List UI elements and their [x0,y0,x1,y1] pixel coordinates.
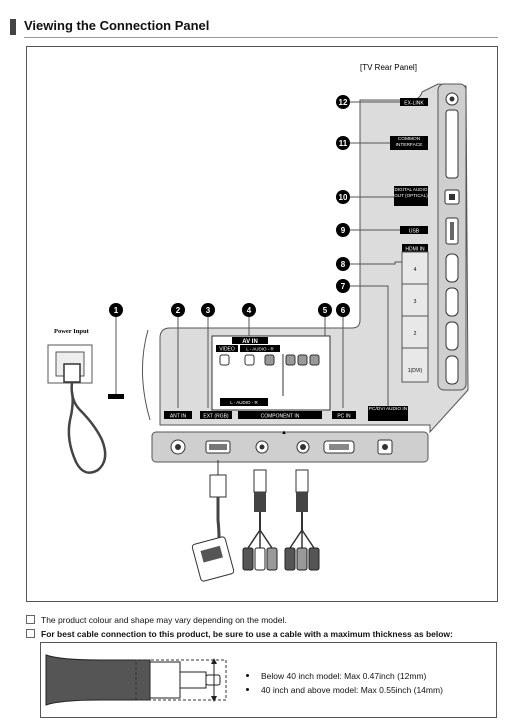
common-interface-slot [445,109,459,179]
usb-tag [400,226,428,234]
component-in-label: COMPONENT IN [261,414,300,420]
note-cable: For best cable connection to this produc… [26,629,453,639]
diagram-frame [26,46,498,602]
scart-cable-head [209,474,227,498]
power-input-marker [108,394,124,399]
svg-text:10: 10 [339,193,348,202]
av-audio-tag [240,345,280,352]
header-bar [10,19,16,35]
svg-text:6: 6 [341,306,346,315]
hdmi-port-2-socket [445,321,459,351]
ex-link-tag [400,98,428,106]
note-icon [26,629,35,638]
hdmi-port-4: 4 [414,267,417,273]
note-icon [26,615,35,624]
video-label: VIDEO [219,347,235,353]
cable-spec-large: 40 inch and above model: Max 0.55inch (1… [246,685,443,695]
ex-link-label: EX-LINK [404,101,424,107]
pc-in-label: PC IN [337,414,351,420]
panel-edge-curve [142,329,151,421]
svg-text:9: 9 [341,226,346,235]
callout-8: 8 [336,257,350,271]
section-header: Viewing the Connection Panel [10,18,498,40]
av-in-label: AV IN [242,339,258,345]
comp-y-jack [285,354,296,366]
svg-text:5: 5 [323,306,328,315]
bottom-strip-marker: ▲ [281,430,287,436]
page-title: Viewing the Connection Panel [24,18,210,33]
rca-plugs-right [284,547,320,571]
hdmi-section [401,251,429,383]
cable-spec-small: Below 40 inch model: Max 0.47inch (12mm) [246,671,426,681]
callout-9: 9 [336,223,350,237]
hdmi-port-3-socket [445,287,459,317]
callout-4: 4 [242,303,256,317]
callout-3: 3 [201,303,215,317]
power-plug [63,363,81,383]
callout-2: 2 [171,303,185,317]
hdmi-in-label: HDMI IN [405,247,425,253]
callout-12: 12 [336,95,350,109]
audio-cable-plug-left [253,469,267,493]
callout-5: 5 [318,303,332,317]
cable-thickness-illustration [45,654,227,706]
svg-text:4: 4 [247,306,252,315]
ext-rgb-label: EXT (RGB) [203,414,229,420]
av-in-tag [232,337,268,344]
svg-text:7: 7 [341,282,346,291]
hdmi-tag [402,244,428,252]
callout-11: 11 [336,136,350,150]
note-colour: The product colour and shape may vary de… [26,615,287,625]
svg-text:3: 3 [206,306,211,315]
svg-text:2: 2 [176,306,181,315]
svg-text:1: 1 [114,306,119,315]
digital-audio-tag [394,186,428,206]
hdmi-port-1-socket [445,355,459,385]
av-audio-r-jack [264,354,275,366]
svg-text:11: 11 [339,139,348,148]
ant-in-label: ANT IN [170,414,187,420]
bullet-icon [246,688,249,691]
av-audio-label: L - AUDIO - R [246,347,274,352]
rca-plugs-left [242,547,278,571]
power-input-label: Power Input [54,328,90,335]
header-rule [24,37,498,38]
comp-pr-jack [309,354,320,366]
callout-7: 7 [336,279,350,293]
cable-spec-box [40,642,497,718]
svg-text:8: 8 [341,260,346,269]
callout-1: 1 [109,303,123,317]
audio-cable-plug-right [295,469,309,493]
bottom-port-strip [151,431,429,463]
component-audio-tag [220,398,268,406]
av-audio-l-jack [244,354,255,366]
callout-6: 6 [336,303,350,317]
bullet-icon [246,674,249,677]
component-audio-label: L - AUDIO - R [230,400,258,405]
svg-text:12: 12 [339,98,348,107]
video-tag [216,345,238,352]
pc-dvi-audio-label: PC/DVI AUDIO IN [368,407,408,412]
panel-caption: [TV Rear Panel] [360,63,417,72]
usb-label: USB [409,229,420,235]
hdmi-port-4-socket [445,253,459,283]
callout-10: 10 [336,190,350,204]
hdmi-port-3: 3 [414,299,417,305]
video-jack [219,354,230,366]
hdmi-port-2: 2 [414,331,417,337]
common-interface-label: COMMON INTERFACE [395,137,423,148]
hdmi-port-1: 1(DVI) [408,368,423,374]
power-cord [67,381,107,474]
digital-audio-label: DIGITAL AUDIO OUT (OPTICAL) [394,187,428,198]
comp-pb-jack [297,354,308,366]
common-interface-tag [390,136,428,150]
